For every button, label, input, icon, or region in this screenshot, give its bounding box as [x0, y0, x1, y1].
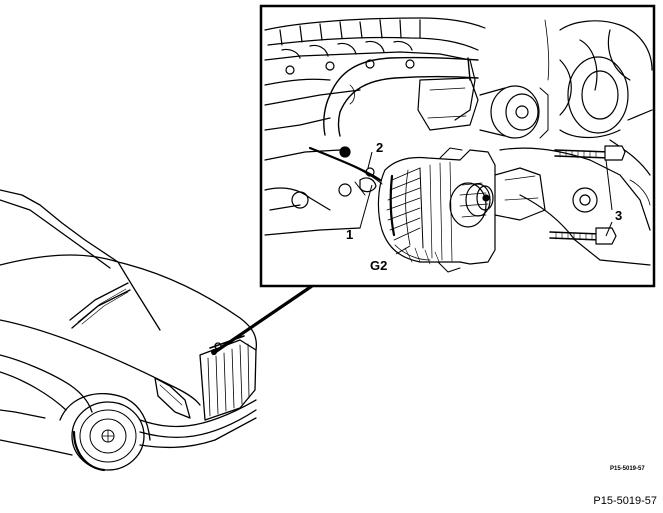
leader-dot [211, 349, 217, 355]
callout-g2: G2 [370, 258, 387, 273]
figure-code: P15-5019-57 [593, 495, 657, 507]
car-front-illustration [0, 189, 258, 472]
leader-line [211, 284, 313, 356]
callout-leaders [359, 151, 613, 255]
callout-2: 2 [376, 140, 383, 155]
inner-figure-code: P15-5019-57 [610, 466, 645, 472]
inset-frame [259, 4, 656, 288]
callout-1: 1 [346, 227, 353, 242]
engine-detail-inset: 1 2 3 G2 [259, 4, 656, 288]
callout-3: 3 [615, 208, 622, 223]
